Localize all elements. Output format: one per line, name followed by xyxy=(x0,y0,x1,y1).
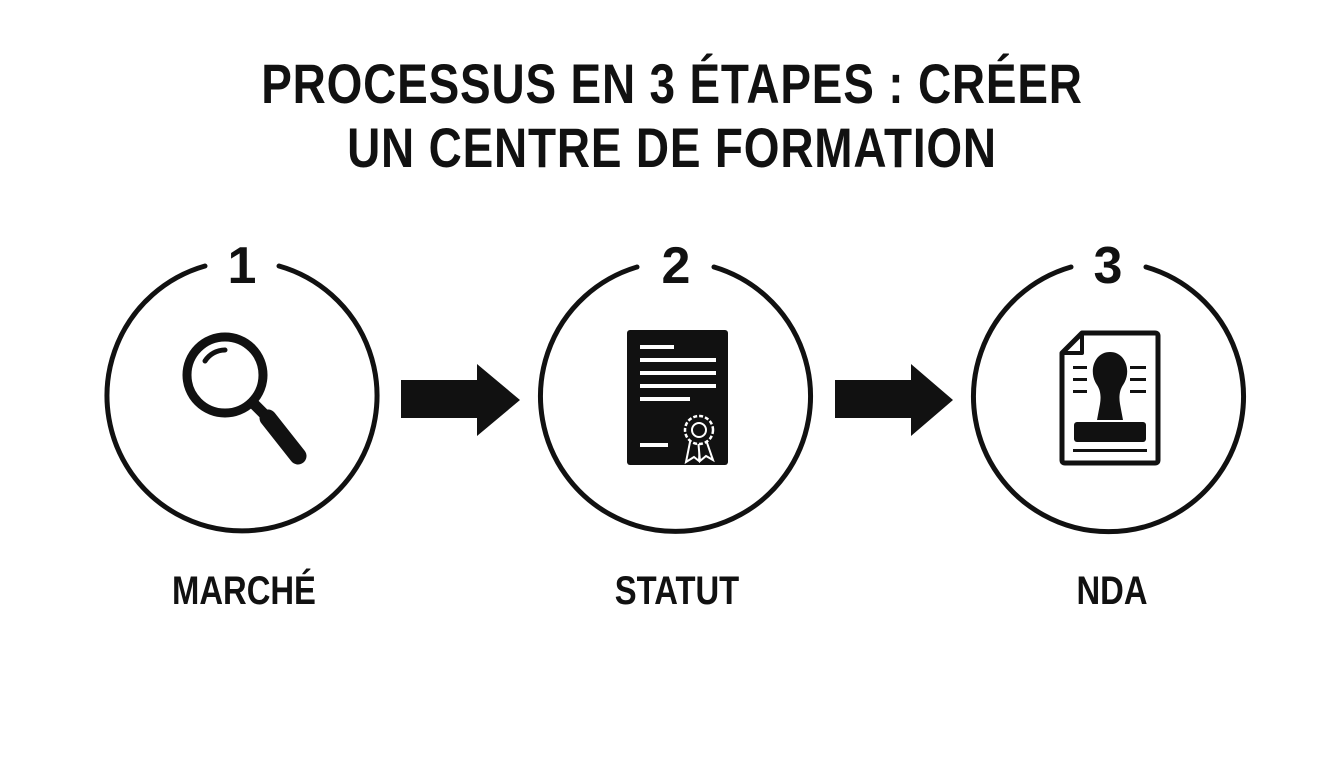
step-2-ring xyxy=(538,264,813,534)
arrow-2-to-3 xyxy=(835,364,953,436)
step-1-label: MARCHÉ xyxy=(172,568,316,613)
title-line-1: PROCESSUS EN 3 ÉTAPES : CRÉER xyxy=(261,52,1083,115)
title-line-2: UN CENTRE DE FORMATION xyxy=(347,116,997,179)
step-2: 2 STATUT xyxy=(538,237,813,613)
step-3-ring xyxy=(971,264,1246,535)
step-2-label: STATUT xyxy=(615,568,739,613)
arrow-1-to-2 xyxy=(401,364,520,436)
step-3: 3 NDA xyxy=(971,237,1246,613)
magnifying-glass-icon xyxy=(182,332,307,465)
certificate-document-icon xyxy=(627,330,728,465)
stamped-document-icon xyxy=(1059,330,1161,466)
step-3-number: 3 xyxy=(1094,237,1123,295)
step-1-number: 1 xyxy=(228,237,257,295)
step-2-number: 2 xyxy=(662,237,691,295)
step-1: 1 MARCHÉ xyxy=(104,237,380,613)
step-1-ring xyxy=(104,263,380,534)
step-3-label: NDA xyxy=(1076,568,1147,613)
